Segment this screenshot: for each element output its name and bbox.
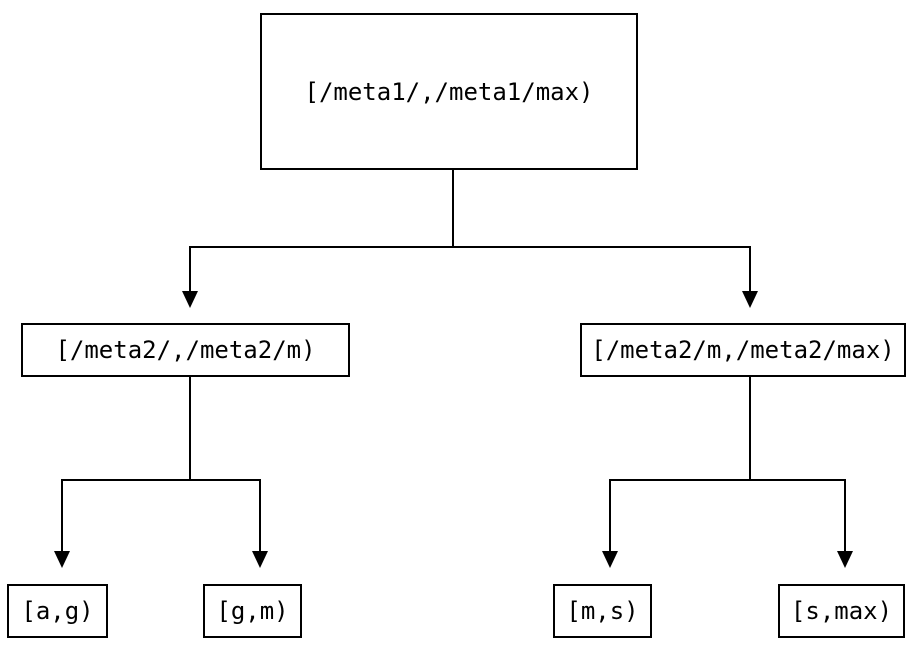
- arrowhead-right-node: [742, 291, 758, 308]
- node-meta2-left-label: [/meta2/,/meta2/m): [55, 336, 316, 364]
- node-root: [/meta1/,/meta1/max): [260, 13, 638, 170]
- edge-root-stem: [190, 170, 750, 248]
- edge-left-stem: [62, 377, 260, 481]
- node-meta2-right: [/meta2/m,/meta2/max): [580, 323, 906, 377]
- node-root-label: [/meta1/,/meta1/max): [304, 77, 594, 106]
- arrowhead-leaf-ms: [602, 551, 618, 568]
- node-leaf-gm: [g,m): [203, 584, 302, 638]
- edge-right-stem: [610, 377, 845, 481]
- node-leaf-ag-label: [a,g): [21, 597, 94, 625]
- node-leaf-gm-label: [g,m): [216, 597, 289, 625]
- node-leaf-ms-label: [m,s): [566, 597, 639, 625]
- node-leaf-smax-label: [s,max): [790, 597, 893, 625]
- arrowhead-leaf-smax: [837, 551, 853, 568]
- node-meta2-right-label: [/meta2/m,/meta2/max): [591, 336, 895, 364]
- node-leaf-ag: [a,g): [7, 584, 108, 638]
- node-meta2-left: [/meta2/,/meta2/m): [21, 323, 350, 377]
- node-leaf-smax: [s,max): [778, 584, 905, 638]
- node-leaf-ms: [m,s): [553, 584, 652, 638]
- arrowhead-left-node: [182, 291, 198, 308]
- arrowhead-leaf-gm: [252, 551, 268, 568]
- arrowhead-leaf-ag: [54, 551, 70, 568]
